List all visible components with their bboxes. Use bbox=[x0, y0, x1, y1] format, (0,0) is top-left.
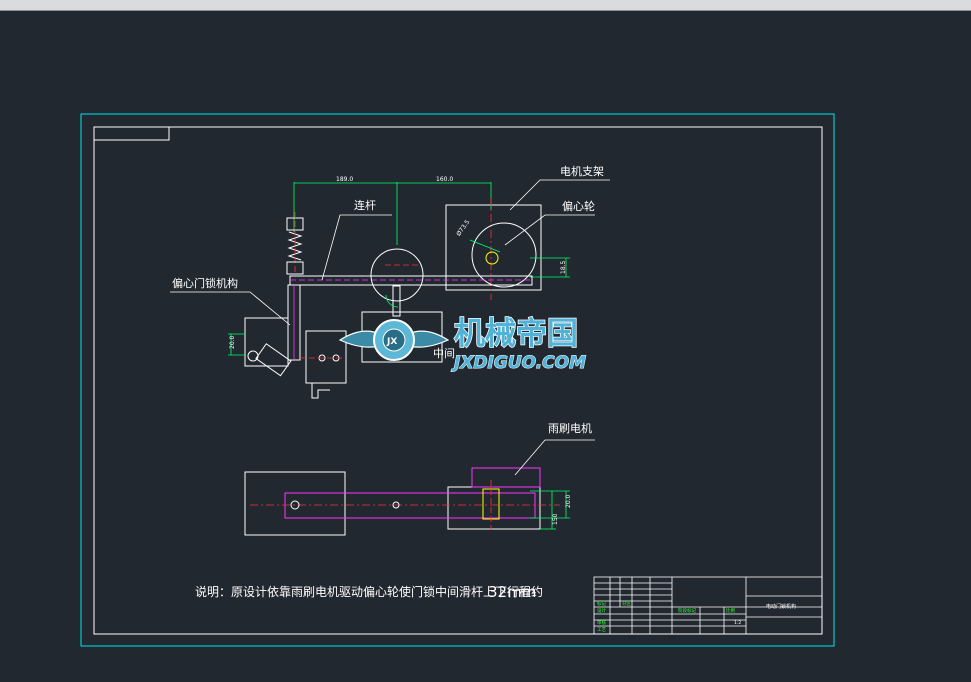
label-connecting-rod: 连杆 bbox=[354, 198, 376, 212]
title-block bbox=[593, 576, 823, 635]
watermark: JX 机械帝国 JXDIGUO.COM bbox=[338, 315, 587, 374]
svg-text:比例: 比例 bbox=[726, 607, 735, 614]
design-note: 说明：原设计依靠雨刷电机驱动偏心轮使门锁中间滑杆上下行程约 32mm bbox=[195, 583, 543, 601]
sheet-inner-border bbox=[93, 126, 823, 635]
dimension-top: 20.0 bbox=[565, 494, 572, 508]
wiper-motor-box bbox=[471, 467, 541, 488]
dimension-lock: 20.0 bbox=[229, 335, 236, 349]
eccentric-wheel-circle bbox=[471, 222, 537, 288]
title-block-scale: 1:2 bbox=[734, 620, 741, 626]
svg-text:审核: 审核 bbox=[597, 619, 606, 626]
top-dimensions bbox=[293, 182, 492, 245]
cad-drawing-canvas[interactable]: 189.0 160.0 Ø73.5 18.5 bbox=[0, 11, 971, 682]
svg-text:阶段标记: 阶段标记 bbox=[678, 607, 696, 614]
middle-wheel bbox=[370, 248, 424, 302]
label-middle-rod: 中间 bbox=[433, 347, 455, 360]
svg-text:分区: 分区 bbox=[622, 600, 631, 607]
top-view: 20.0 150 雨刷电机 bbox=[244, 421, 595, 536]
lever-arm bbox=[392, 285, 401, 317]
lock-latch bbox=[255, 343, 292, 377]
dimension-150: 150 bbox=[552, 513, 559, 525]
dimension-160: 160.0 bbox=[436, 176, 453, 183]
note-value: 32mm bbox=[488, 583, 536, 601]
lock-body-right bbox=[305, 330, 347, 384]
emblem-text: JX bbox=[386, 337, 397, 347]
label-motor-bracket: 电机支架 bbox=[560, 164, 604, 178]
svg-text:标记: 标记 bbox=[597, 600, 606, 607]
label-eccentric-lock: 偏心门锁机构 bbox=[172, 276, 238, 290]
dimension-offset: 18.5 bbox=[560, 260, 567, 274]
sheet-outer-border bbox=[80, 113, 835, 647]
dimension-diameter: Ø73.5 bbox=[455, 219, 471, 238]
lock-body-left bbox=[244, 317, 289, 367]
svg-text:设计: 设计 bbox=[597, 607, 606, 614]
svg-text:工艺: 工艺 bbox=[597, 627, 606, 633]
connecting-rod bbox=[289, 275, 533, 286]
top-slide-rail bbox=[284, 492, 536, 519]
watermark-title: 机械帝国 bbox=[454, 316, 578, 352]
watermark-subtitle: JXDIGUO.COM bbox=[451, 353, 586, 373]
top-lock-plate bbox=[244, 471, 346, 536]
nut-bottom bbox=[286, 261, 304, 275]
eccentric-pivot bbox=[485, 251, 499, 265]
spring-coil bbox=[287, 231, 303, 261]
dimension-189: 189.0 bbox=[336, 176, 353, 183]
motor-bracket-block bbox=[445, 204, 542, 291]
title-block-name: 电动门锁机构 bbox=[766, 603, 796, 610]
app-top-toolbar bbox=[0, 0, 971, 11]
corner-stamp-box bbox=[93, 126, 170, 141]
label-wiper-motor: 雨刷电机 bbox=[548, 421, 592, 435]
label-eccentric-wheel: 偏心轮 bbox=[562, 199, 595, 213]
note-text: 说明：原设计依靠雨刷电机驱动偏心轮使门锁中间滑杆上下行程约 bbox=[195, 584, 543, 599]
wheel-diameter-leader bbox=[469, 239, 501, 253]
